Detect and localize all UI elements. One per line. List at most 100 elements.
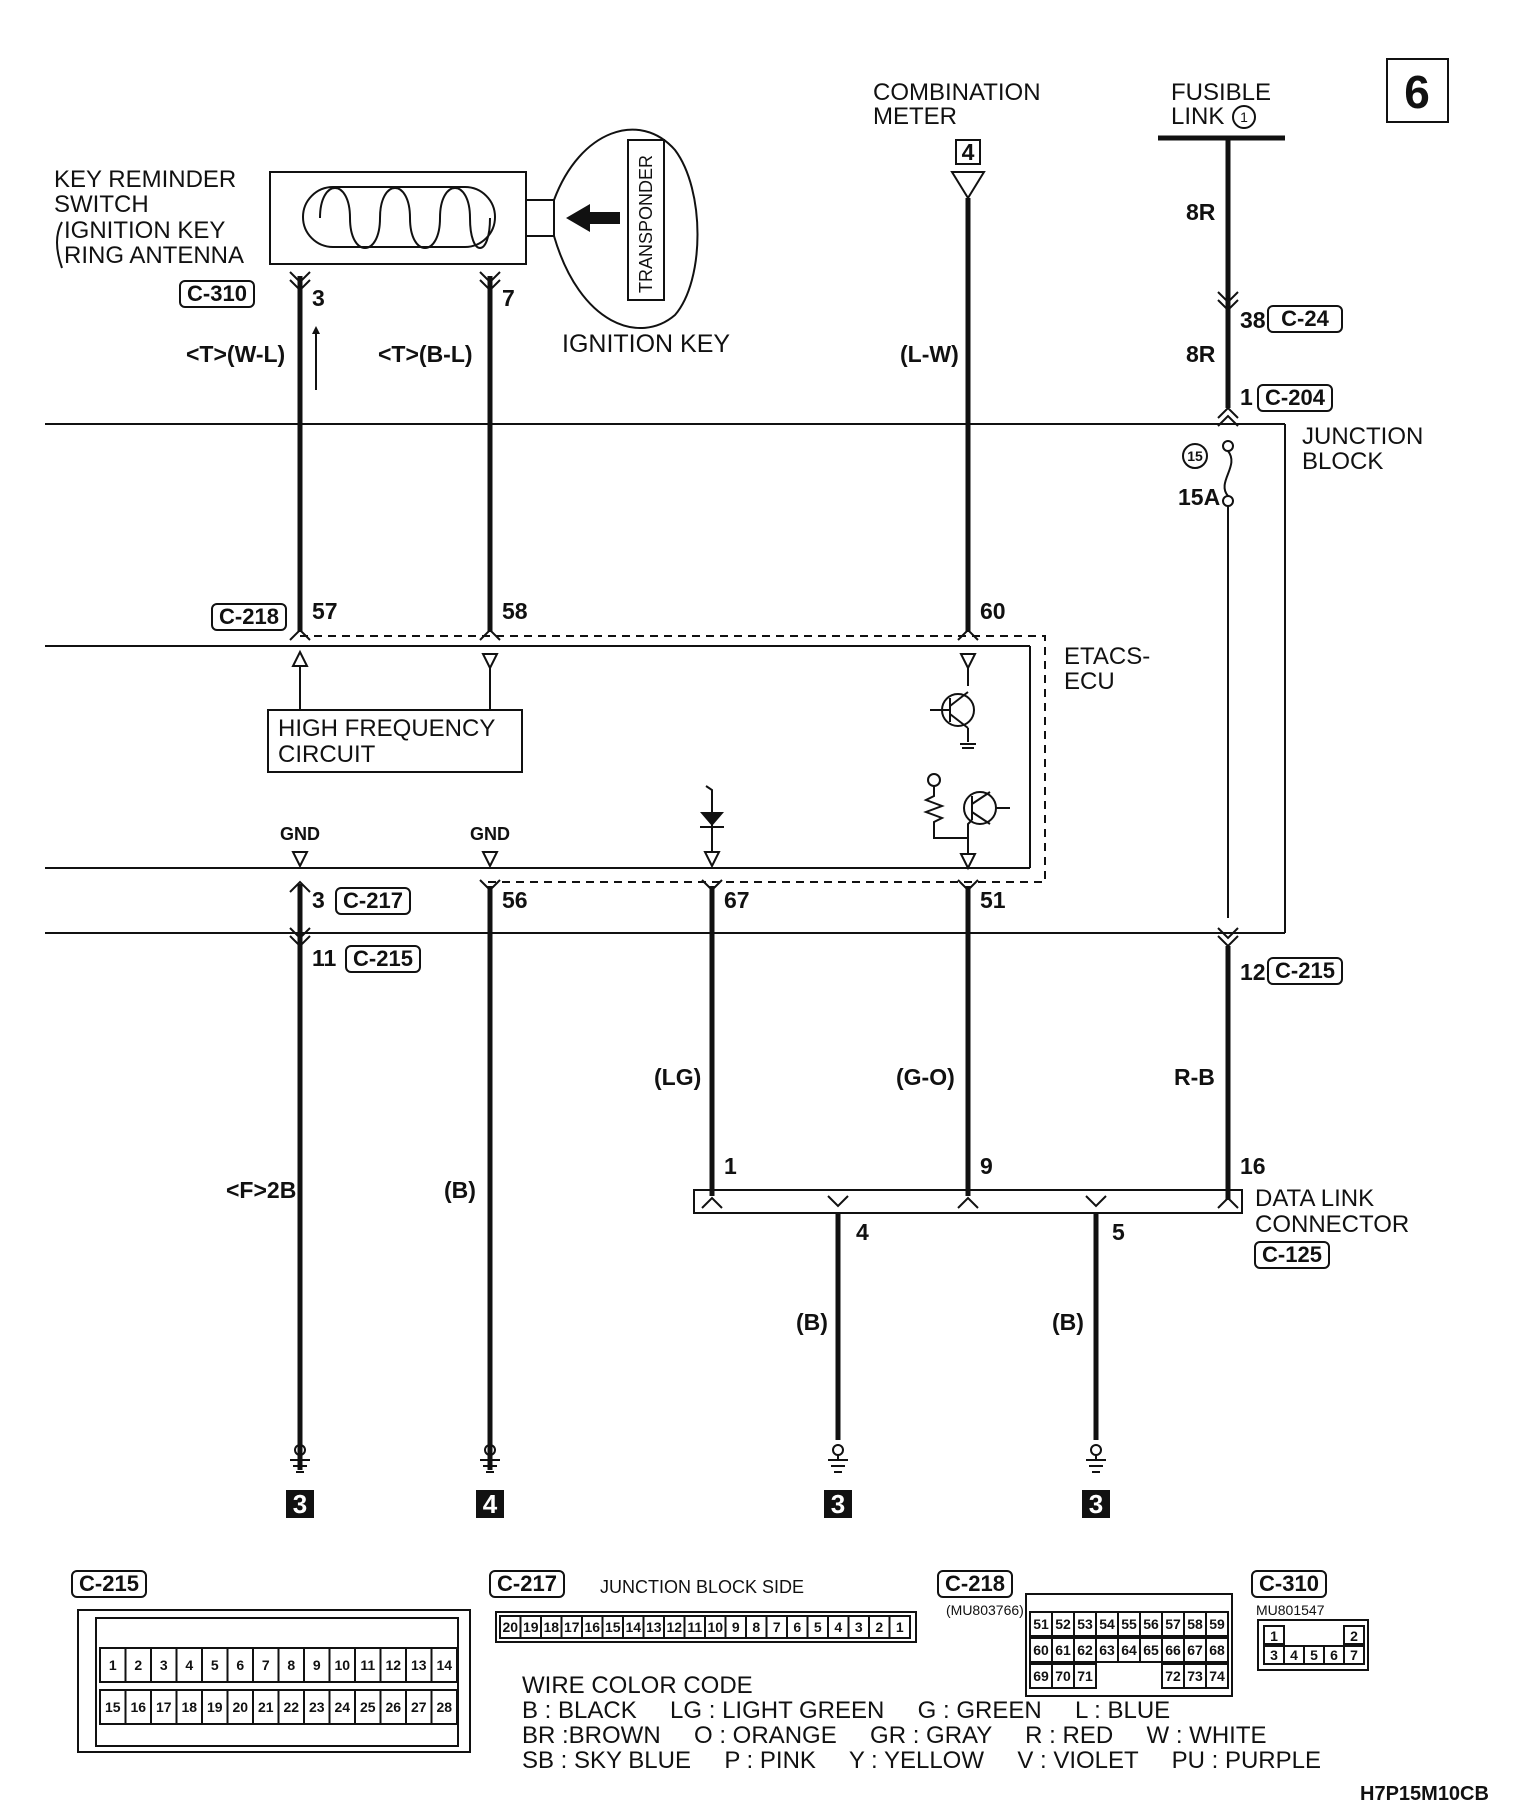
connector-cell-label: 18 (543, 1619, 559, 1635)
svg-text:HIGH FREQUENCY: HIGH FREQUENCY (278, 715, 495, 742)
connector-cell-label: 14 (436, 1657, 452, 1673)
connector-cell-label: 10 (334, 1657, 350, 1673)
svg-text:6: 6 (1404, 66, 1430, 118)
pin-label: 67 (724, 887, 750, 913)
connector-cell-label: 3 (855, 1619, 863, 1635)
data-link-connector (693, 1189, 1243, 1440)
connector-cell-label: 69 (1033, 1668, 1049, 1684)
connector-cell-label: 16 (130, 1699, 146, 1715)
svg-text:(MU803766): (MU803766) (946, 1602, 1024, 1618)
svg-text:4: 4 (962, 139, 975, 165)
connector-cell-label: 62 (1077, 1642, 1093, 1658)
svg-text:1: 1 (1240, 109, 1248, 125)
key-reminder-switch-label: KEY REMINDER SWITCH IGNITION KEY RING AN… (54, 166, 244, 269)
wire-color-label: (L-W) (900, 341, 959, 367)
connector-cell (1263, 1625, 1285, 1645)
ground-symbol-2: 4 (476, 1444, 504, 1519)
wire-color-label: <T>(B-L) (378, 341, 473, 367)
pin-label: 16 (1240, 1153, 1266, 1179)
junction-block-label: JUNCTION BLOCK (1302, 423, 1423, 475)
connector-cell (1073, 1663, 1097, 1689)
connector-cell-label: 2 (134, 1657, 142, 1673)
svg-text:RING ANTENNA: RING ANTENNA (64, 242, 244, 269)
svg-text:B : BLACK LG : LIGHT GREEN: B : BLACK LG : LIGHT GREEN G : GREEN L :… (522, 1697, 1170, 1724)
wire-color-label: 8R (1186, 199, 1216, 225)
c204-connector-label: C-204 (1257, 384, 1333, 412)
connector-cell-label: 24 (334, 1699, 350, 1715)
connector-cell-label: 15 (605, 1619, 621, 1635)
wire-color-label: (B) (444, 1177, 476, 1203)
connector-cell-label: 9 (313, 1657, 321, 1673)
connector-cell-label: 22 (283, 1699, 299, 1715)
wire-color-label: <T>(W-L) (186, 341, 285, 367)
svg-text:ETACS-: ETACS- (1064, 643, 1150, 670)
svg-text:C-204: C-204 (1265, 385, 1326, 410)
connector-cell (1343, 1645, 1365, 1665)
ground-symbol-4: 3 (1082, 1444, 1110, 1519)
pin-label: 4 (856, 1219, 869, 1245)
connector-cell-label: 72 (1165, 1668, 1181, 1684)
connector-cell-label: 73 (1187, 1668, 1203, 1684)
connector-cell-label: 2 (875, 1619, 883, 1635)
wire-key-pin3-to-57 (289, 271, 320, 632)
transistor-resistor-icon (923, 773, 1010, 871)
connector-cell-label: 5 (814, 1619, 822, 1635)
wire-color-label: 8R (1186, 341, 1216, 367)
connector-cell-label: 53 (1077, 1616, 1093, 1632)
connector-cell-label: 11 (360, 1657, 375, 1673)
svg-text:C-217: C-217 (497, 1571, 557, 1596)
etacs-ecu-label: ETACS- ECU (1064, 643, 1150, 695)
connector-cell (888, 1615, 911, 1639)
connector-cell-label: 18 (181, 1699, 197, 1715)
pin-label: 3 (312, 285, 325, 311)
connector-cell-label: 57 (1165, 1616, 1181, 1632)
connector-cell-label: 70 (1055, 1668, 1071, 1684)
connector-cell (1205, 1637, 1229, 1663)
c24-connector-label: C-24 (1267, 305, 1343, 333)
connector-cell-label: 11 (687, 1619, 702, 1635)
svg-text:CIRCUIT: CIRCUIT (278, 741, 376, 768)
pin-label: 11 (312, 945, 337, 971)
connector-cell-label: 65 (1143, 1642, 1159, 1658)
svg-text:C-24: C-24 (1281, 306, 1329, 331)
wire-color-label: (B) (796, 1309, 828, 1335)
connector-cell-label: 61 (1055, 1642, 1071, 1658)
wire-color-label: (B) (1052, 1309, 1084, 1335)
svg-text:MU801547: MU801547 (1256, 1602, 1325, 1618)
svg-text:TRANSPONDER: TRANSPONDER (636, 155, 656, 293)
svg-text:WIRE COLOR CODE: WIRE COLOR CODE (522, 1672, 753, 1699)
connector-cell-label: 1 (109, 1657, 117, 1673)
pin-label: 57 (312, 598, 338, 624)
pin-label: 3 (312, 887, 325, 913)
connector-cell (430, 1689, 458, 1725)
gnd-label: GND (280, 824, 320, 844)
wire-color-label: <F>2B (226, 1177, 296, 1203)
transistor-icon (930, 691, 976, 749)
pin-label: 58 (502, 598, 528, 624)
connector-cell-label: 19 (207, 1699, 223, 1715)
svg-text:C-125: C-125 (1262, 1242, 1322, 1267)
connector-cell-label: 12 (385, 1657, 401, 1673)
data-link-connector-label: DATA LINK CONNECTOR C-125 (1254, 1185, 1409, 1269)
etacs-ecu-frame (45, 635, 1046, 883)
junction-block-frame (45, 423, 1286, 934)
connector-cell-label: 3 (160, 1657, 168, 1673)
connector-cell-label: 1 (1270, 1628, 1278, 1644)
connector-cell-label: 4 (834, 1619, 842, 1635)
svg-text:IGNITION KEY: IGNITION KEY (64, 217, 225, 244)
figure-code: H7P15M10CB (1360, 1783, 1489, 1805)
svg-text:LINK: LINK (1171, 103, 1224, 130)
svg-text:15A: 15A (1178, 484, 1220, 510)
connector-cell-label: 17 (564, 1619, 580, 1635)
svg-text:BR :BROWN O : ORANGE G: BR :BROWN O : ORANGE GR : GRAY R : RED W… (522, 1722, 1267, 1749)
svg-text:3: 3 (1089, 1489, 1103, 1519)
connector-cell-label: 27 (411, 1699, 427, 1715)
connector-cell-label: 6 (793, 1619, 801, 1635)
page-number: 6 (1386, 58, 1449, 123)
ignition-key-icon: TRANSPONDER (553, 128, 699, 329)
connector-cell-label: 26 (385, 1699, 401, 1715)
connector-cell-label: 20 (232, 1699, 248, 1715)
